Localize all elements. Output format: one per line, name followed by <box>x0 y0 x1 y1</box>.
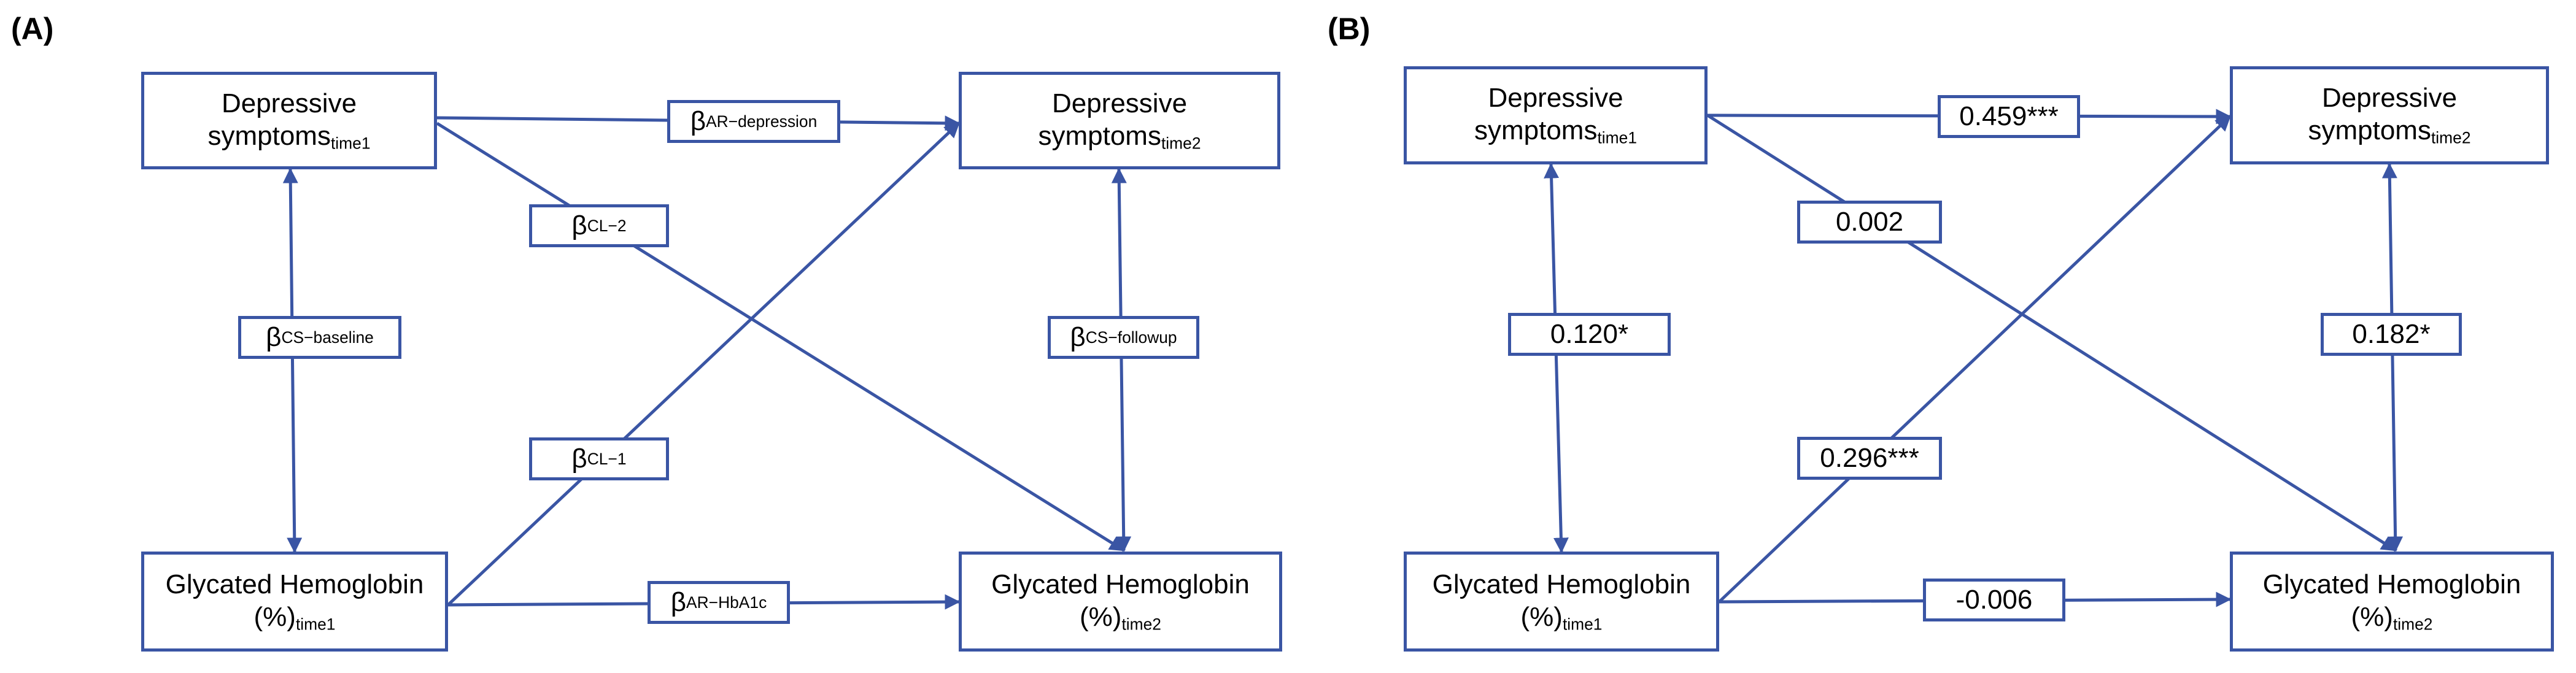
node-b-hb2-main: (%) <box>2351 601 2393 632</box>
node-a-dep2-sub: time2 <box>1161 134 1201 153</box>
node-a-dep1-sub: time1 <box>330 134 371 153</box>
coef-a-cl2-sub: CL−2 <box>587 216 627 235</box>
coef-a-ar-depression-sub: AR−depression <box>706 112 818 131</box>
coef-b-cs-followup: 0.182* <box>2321 313 2462 356</box>
node-b-depressive-time1: Depressive symptomstime1 <box>1404 66 1708 164</box>
arrow-b-cs-baseline <box>1544 163 1569 553</box>
coef-a-ar-depression-main: β <box>690 106 706 136</box>
coef-a-cs-baseline-sub: CS−baseline <box>281 328 374 347</box>
node-b-dep2-sub: time2 <box>2431 128 2471 147</box>
node-b-dep1-sub: time1 <box>1597 128 1638 147</box>
coef-a-cs-followup-sub: CS−followup <box>1085 328 1177 347</box>
node-a-hb1-main: (%) <box>253 601 296 632</box>
node-b-hb1-sub: time1 <box>1562 615 1603 634</box>
arrow-b-cs-followup <box>2381 163 2404 552</box>
coef-b-ar-depression: 0.459*** <box>1938 95 2080 138</box>
node-a-hba1c-time2: Glycated Hemoglobin (%)time2 <box>959 552 1282 652</box>
coef-b-cl2: 0.002 <box>1797 201 1942 244</box>
arrow-a-cs-baseline <box>282 167 303 553</box>
panel-a-label: (A) <box>11 12 54 46</box>
node-a-hb2-sub: time2 <box>1121 615 1161 634</box>
coef-b-ar-hba1c-main: -0.006 <box>1955 585 2033 615</box>
node-a-depressive-time1: Depressive symptomstime1 <box>141 72 437 169</box>
coef-a-cs-followup-main: β <box>1070 322 1086 352</box>
coef-b-cl1: 0.296*** <box>1797 437 1942 480</box>
arrow-b-cross-lagged-2 <box>1706 113 2397 552</box>
coef-b-cs-baseline-main: 0.120* <box>1550 319 1629 349</box>
coef-a-cs-baseline-main: β <box>266 322 282 352</box>
node-b-hb1-main: (%) <box>1520 601 1563 632</box>
node-a-hba1c-time1: Glycated Hemoglobin (%)time1 <box>141 552 448 652</box>
coef-b-ar-hba1c: -0.006 <box>1923 579 2065 621</box>
node-a-dep2-main: symptoms <box>1038 120 1161 151</box>
node-b-dep2-main: symptoms <box>2308 115 2431 146</box>
node-a-dep1-main: symptoms <box>207 120 331 151</box>
node-b-depressive-time2: Depressive symptomstime2 <box>2230 66 2549 164</box>
node-b-hb1-line1: Glycated Hemoglobin <box>1432 569 1691 599</box>
node-b-hba1c-time1: Glycated Hemoglobin (%)time1 <box>1404 552 1719 652</box>
coef-b-cl2-main: 0.002 <box>1835 207 1904 237</box>
node-a-hb2-main: (%) <box>1080 601 1122 632</box>
panel-b-label: (B) <box>1328 12 1371 46</box>
node-a-dep1-line1: Depressive <box>221 88 357 118</box>
arrow-a-cs-followup <box>1111 167 1132 552</box>
coef-a-ar-hba1c-main: β <box>670 587 686 617</box>
node-b-dep2-line1: Depressive <box>2321 83 2458 113</box>
coef-a-cl1-sub: CL−1 <box>587 449 627 468</box>
coef-a-cl1-main: β <box>571 444 587 474</box>
coef-a-ar-hba1c-sub: AR−HbA1c <box>686 593 767 612</box>
coef-a-cl2-main: β <box>571 210 587 240</box>
node-b-dep1-main: symptoms <box>1474 115 1598 146</box>
node-b-hba1c-time2: Glycated Hemoglobin (%)time2 <box>2230 552 2554 652</box>
node-a-hb1-sub: time1 <box>295 615 336 634</box>
node-a-hb1-line1: Glycated Hemoglobin <box>165 569 424 599</box>
node-b-hb2-line1: Glycated Hemoglobin <box>2262 569 2521 599</box>
coef-b-cs-followup-main: 0.182* <box>2352 319 2431 349</box>
arrow-a-cross-lagged-2 <box>436 121 1126 552</box>
node-a-hb2-line1: Glycated Hemoglobin <box>991 569 1250 599</box>
arrow-a-cross-lagged-1 <box>447 122 960 606</box>
node-a-depressive-time2: Depressive symptomstime2 <box>959 72 1280 169</box>
node-b-dep1-line1: Depressive <box>1488 83 1623 113</box>
coef-b-cs-baseline: 0.120* <box>1508 313 1671 356</box>
node-a-dep2-line1: Depressive <box>1051 88 1188 118</box>
node-b-hb2-sub: time2 <box>2392 615 2433 634</box>
arrow-b-cross-lagged-1 <box>1718 115 2231 603</box>
coef-b-ar-depression-main: 0.459*** <box>1959 101 2059 131</box>
coef-b-cl1-main: 0.296*** <box>1820 443 1919 473</box>
